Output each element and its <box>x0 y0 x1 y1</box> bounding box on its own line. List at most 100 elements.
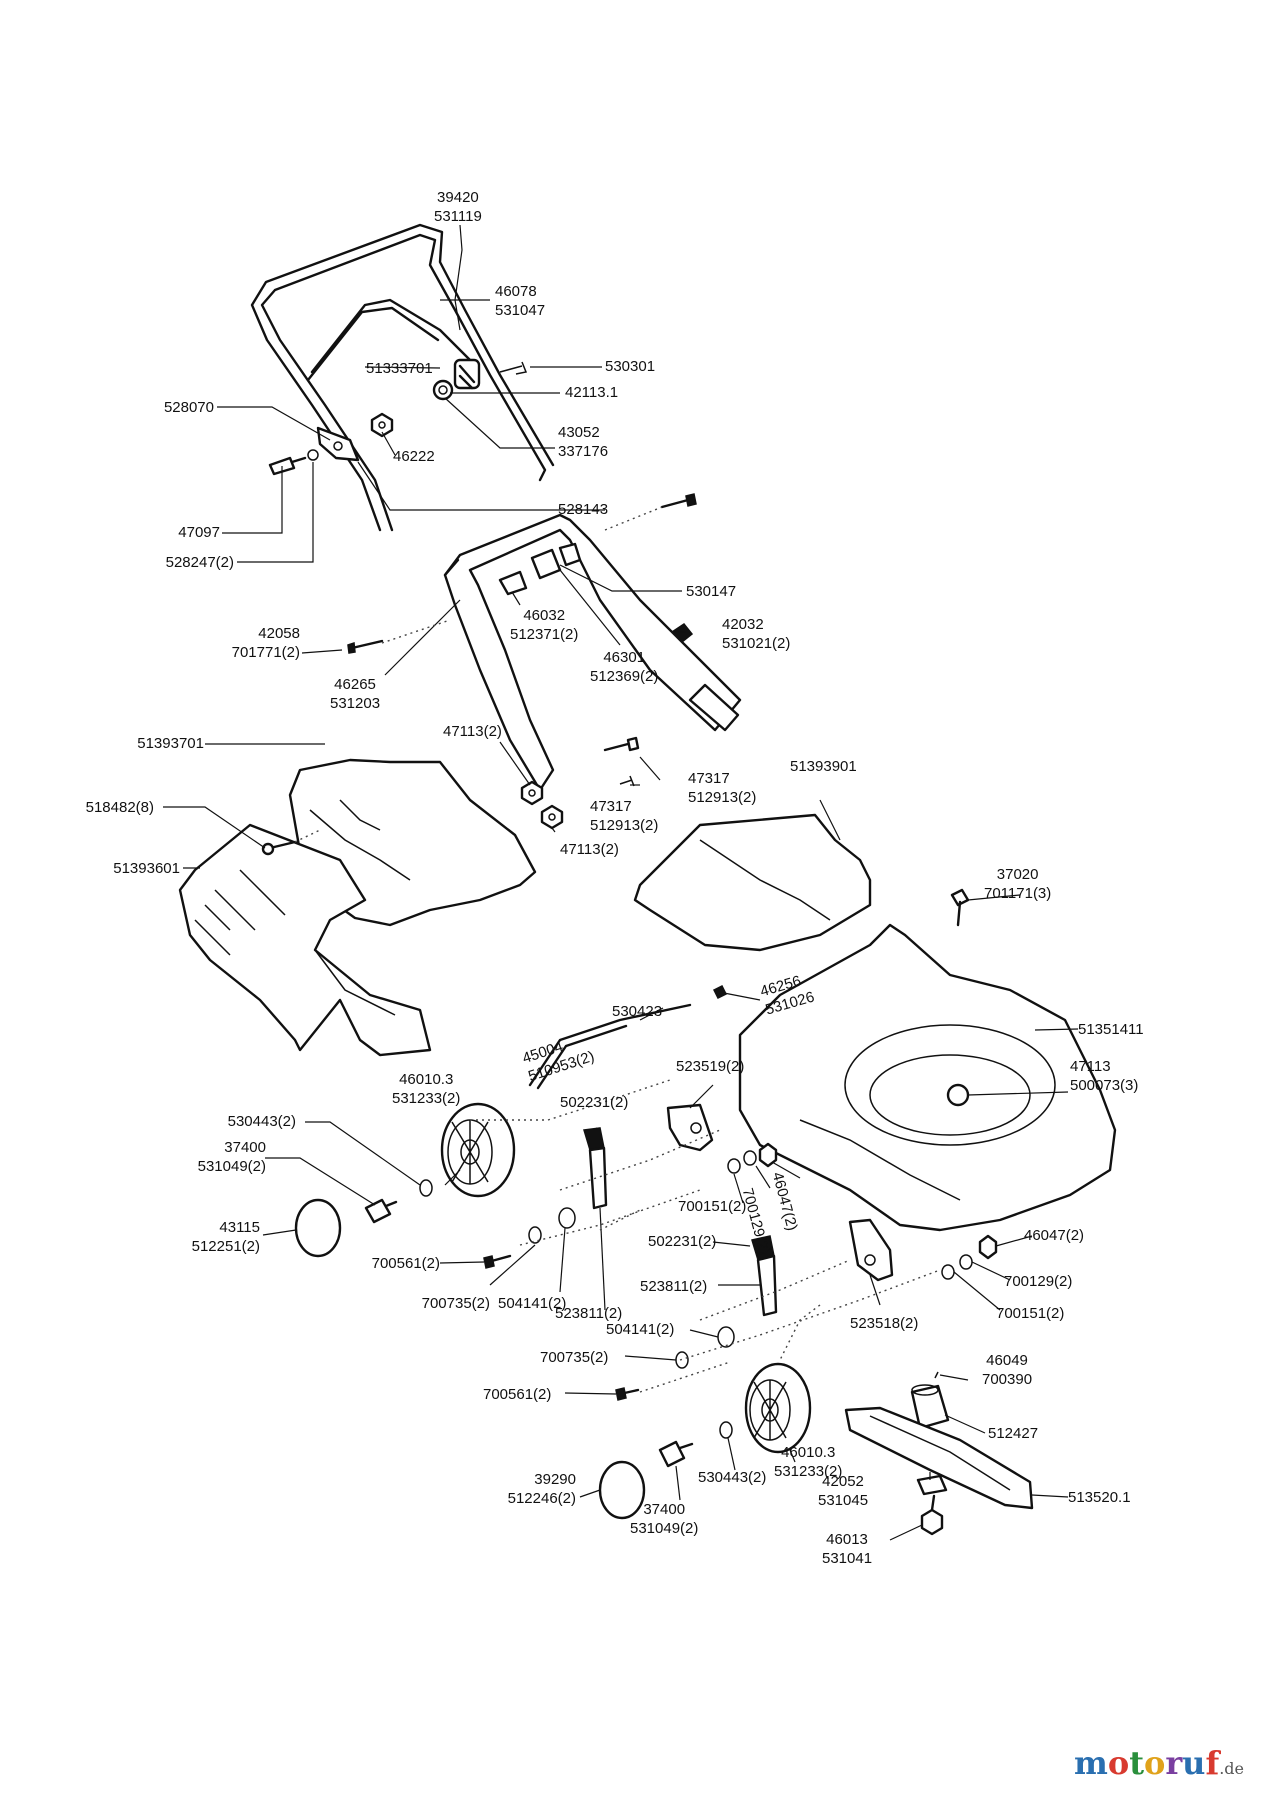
screw-700561-b <box>615 1387 640 1401</box>
knob-42032 <box>670 622 694 644</box>
adapter-46049 <box>934 1371 939 1379</box>
screw-37020 <box>950 888 970 927</box>
deck <box>738 923 1117 1232</box>
nut-knob-42113 <box>432 379 454 401</box>
label-screw-47097: 47097 <box>178 524 220 541</box>
label-rod-530423: 530423 <box>612 1003 663 1020</box>
brand-letter: f <box>1205 1744 1220 1782</box>
label-bracket-523518: 523518(2) <box>850 1315 919 1332</box>
bolt-top-handle <box>660 493 697 509</box>
label-blade: 513520.1 <box>1068 1489 1131 1506</box>
brand-letter: o <box>1143 1744 1166 1782</box>
brand-letter: o <box>1107 1744 1130 1782</box>
washer-504141-a <box>558 1207 576 1229</box>
washer-528247 <box>307 449 319 461</box>
label-bracket-523519: 523519(2) <box>676 1058 745 1075</box>
lever-502231-a <box>583 1127 608 1210</box>
label-upper-handle-tube: 51333701 <box>366 360 433 377</box>
hub-512427 <box>910 1384 950 1430</box>
clip-46301 <box>530 542 582 580</box>
label-nut-47113-b: 47113(2) <box>560 841 619 858</box>
label-nut-700151-b: 700151(2) <box>996 1305 1065 1322</box>
upper-handle <box>250 223 555 532</box>
label-nut-46222: 46222 <box>393 448 435 465</box>
screw-47097 <box>268 456 307 476</box>
bolt-42058 <box>347 639 384 654</box>
blade <box>844 1406 1034 1510</box>
label-nut-47113-a: 47113(2) <box>443 723 502 740</box>
nut-47113-b <box>540 804 564 830</box>
clip-46032 <box>498 570 528 596</box>
label-washer-530443-rear: 530443(2) <box>227 1113 296 1130</box>
spring-46256 <box>712 984 728 1000</box>
cap-43115 <box>294 1198 342 1258</box>
rear-flap <box>633 813 872 952</box>
label-lower-handle: 530147 <box>686 583 737 600</box>
label-bracket-523811-a: 523811(2) <box>555 1305 623 1322</box>
label-washer-504141-a: 504141(2) <box>498 1295 567 1312</box>
washer-42052 <box>916 1474 948 1496</box>
label-nut-700151-a: 700151(2) <box>678 1198 747 1215</box>
grass-bag-bottom <box>178 823 432 1057</box>
assembly-axes <box>294 366 941 1393</box>
leader-lines <box>163 224 1079 1541</box>
label-deck: 51351411 <box>1078 1021 1144 1038</box>
nut-46222 <box>370 412 394 438</box>
nuts-700151-a <box>727 1142 778 1174</box>
label-washer-700735-a: 700735(2) <box>421 1295 490 1312</box>
label-cable-528143: 528143 <box>558 501 609 518</box>
label-rear-flap: 51393901 <box>790 758 857 775</box>
label-washer-700129-b: 700129(2) <box>1004 1273 1073 1290</box>
brand-letter: u <box>1182 1744 1206 1782</box>
brand-letter: t <box>1129 1744 1144 1782</box>
bolt-530301 <box>499 361 528 375</box>
bracket-528070 <box>316 426 360 462</box>
screw-700561-a <box>483 1254 512 1269</box>
label-knob-upper: 42113.1 <box>565 384 619 401</box>
brand-logo[interactable]: motoruf.de <box>1074 1744 1244 1782</box>
label-bolt-upper: 530301 <box>605 358 656 375</box>
label-washer-700735-b: 700735(2) <box>540 1349 609 1366</box>
blade-bolt-46013 <box>920 1494 944 1536</box>
brand-name: motoruf <box>1074 1744 1219 1782</box>
brand-letter: m <box>1073 1744 1108 1782</box>
bolt-37400-rear <box>364 1198 398 1224</box>
washer-700735-a <box>528 1226 542 1244</box>
washer-530443-front <box>719 1421 733 1439</box>
label-lever-502231-a: 502231(2) <box>560 1094 629 1111</box>
washer-530443-rear <box>419 1179 433 1197</box>
label-bracket-523811-b: 523811(2) <box>640 1278 708 1295</box>
brand-tld: .de <box>1219 1759 1244 1778</box>
label-grass-bag-bottom: 51393601 <box>113 860 180 877</box>
label-washer-528247: 528247(2) <box>165 554 234 571</box>
nuts-front-right <box>941 1234 998 1280</box>
label-grass-bag-top: 51393701 <box>137 735 204 752</box>
label-washer-504141-b: 504141(2) <box>606 1321 675 1338</box>
brand-letter: r <box>1165 1744 1183 1782</box>
label-screw-518482: 518482(8) <box>85 799 154 816</box>
screw-518482 <box>261 840 297 856</box>
label-washer-530443-front: 530443(2) <box>698 1469 767 1486</box>
wheel-front <box>744 1362 812 1454</box>
label-nut-46047-b: 46047(2) <box>1024 1227 1085 1244</box>
label-hub-512427: 512427 <box>988 1425 1039 1442</box>
label-screw-700561-b: 700561(2) <box>483 1386 552 1403</box>
